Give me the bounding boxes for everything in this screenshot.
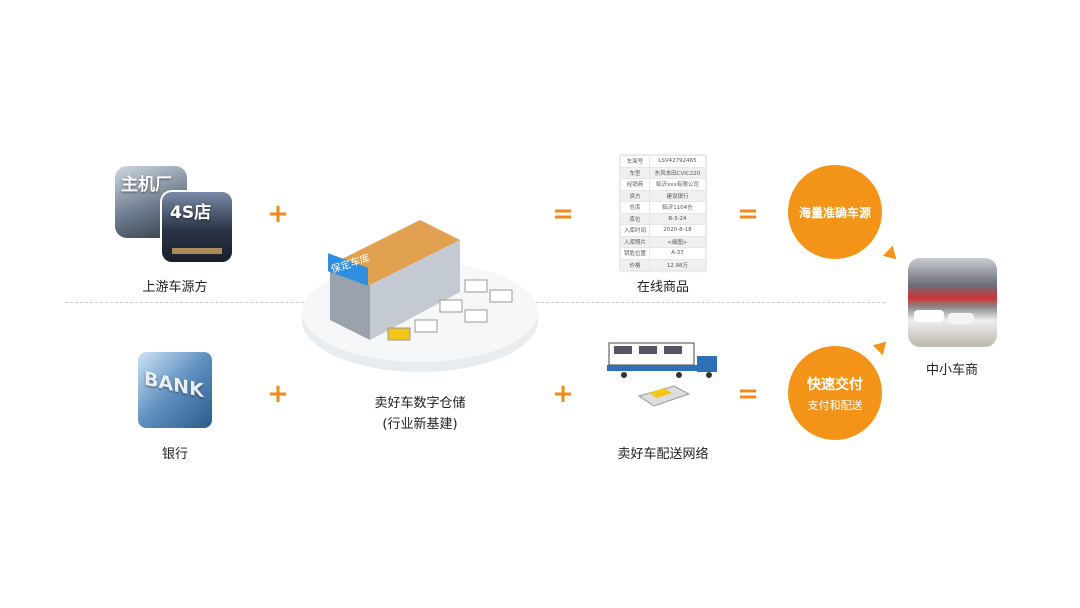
product-field-value: 东风本田CVIC220 bbox=[648, 166, 707, 179]
plus-icon: + bbox=[552, 379, 574, 409]
dealer-label: 中小车商 bbox=[925, 363, 979, 378]
equals-icon: = bbox=[552, 199, 574, 229]
equals-icon: = bbox=[737, 379, 759, 409]
delivery-trucks-illustration bbox=[607, 342, 717, 407]
product-row: 资方建设银行 bbox=[620, 189, 707, 202]
dealer-image bbox=[908, 258, 997, 347]
warehouse-label: 卖好车数字仓储 bbox=[374, 396, 466, 411]
product-field-name: 库位 bbox=[620, 212, 650, 225]
product-field-name: 资方 bbox=[620, 189, 650, 202]
car-source-circle: 海量准确车源 bbox=[788, 165, 882, 259]
delivery-network-label: 卖好车配送网络 bbox=[617, 447, 709, 462]
product-row: 入库照片<细图> bbox=[620, 235, 707, 248]
product-row: 仓库临沂1104仓 bbox=[620, 201, 707, 214]
product-row: 车型东风本田CVIC220 bbox=[620, 166, 707, 179]
product-field-name: 车架号 bbox=[620, 155, 650, 168]
4s-store-image: 4S店 bbox=[160, 190, 234, 264]
plus-icon: + bbox=[267, 379, 289, 409]
online-product-label: 在线商品 bbox=[636, 280, 690, 295]
plus-icon: + bbox=[267, 199, 289, 229]
equals-icon: = bbox=[737, 199, 759, 229]
arrow-icon bbox=[872, 336, 892, 356]
product-field-value: 临沂1104仓 bbox=[648, 201, 707, 214]
product-field-value: 临沂xxx有限公司 bbox=[648, 178, 707, 191]
bank-label: 银行 bbox=[161, 447, 189, 462]
product-field-value: 12.98万 bbox=[648, 258, 707, 271]
product-field-value: B-3-24 bbox=[648, 212, 707, 225]
product-field-name: 入库照片 bbox=[620, 235, 650, 248]
product-field-value: 2020-8-18 bbox=[648, 224, 707, 237]
product-field-name: 仓库 bbox=[620, 201, 650, 214]
product-field-name: 入库时间 bbox=[620, 224, 650, 237]
product-field-value: A-37 bbox=[648, 247, 707, 260]
product-field-name: 价格 bbox=[620, 258, 650, 271]
upstream-label: 上游车源方 bbox=[142, 280, 208, 295]
product-field-value: 建设银行 bbox=[648, 189, 707, 202]
warehouse-illustration bbox=[302, 220, 538, 372]
arrow-icon bbox=[882, 245, 902, 265]
product-field-name: 经销商 bbox=[620, 178, 650, 191]
product-field-value: LSV42792465 bbox=[648, 155, 707, 168]
fast-delivery-circle: 快速交付 支付和配送 bbox=[788, 346, 882, 440]
bank-image: BANK bbox=[138, 352, 212, 428]
product-row: 经销商临沂xxx有限公司 bbox=[620, 178, 707, 191]
product-field-name: 钥匙位置 bbox=[620, 247, 650, 260]
product-field-name: 车型 bbox=[620, 166, 650, 179]
product-field-value: <细图> bbox=[648, 235, 707, 248]
warehouse-sublabel: (行业新基建) bbox=[382, 417, 458, 432]
